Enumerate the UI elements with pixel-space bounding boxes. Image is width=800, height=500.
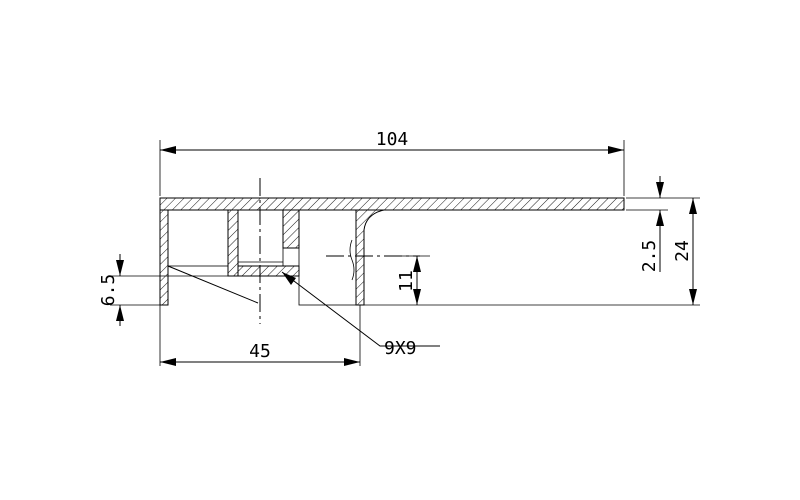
dimension-total-height: 24 [672,198,697,305]
dimension-label-6-5: 6.5 [98,274,119,307]
leader-slot-size: 9X9 [281,271,440,359]
left-wall [159,209,169,306]
slot-left-wall [227,209,239,277]
dimension-flange-thickness: 2.5 [639,176,664,272]
dimension-label-9x9: 9X9 [384,338,417,359]
dimension-base-width: 45 [160,341,360,366]
slot-bottom [237,265,300,277]
right-web [355,209,385,306]
dimension-label-2-5: 2.5 [639,240,660,273]
profile-section [159,197,625,306]
dimension-label-24: 24 [672,240,693,262]
slot-right-wall [282,209,300,249]
dimension-groove-height: 11 [396,256,421,305]
center-lines [259,178,420,324]
extension-lines [110,140,700,366]
dimension-label-11: 11 [396,270,417,292]
dimension-label-45: 45 [249,341,271,362]
dimension-overall-length: 104 [160,129,624,154]
dimension-lip-height: 6.5 [98,254,124,326]
top-flange [159,197,625,211]
dimension-label-104: 104 [376,129,409,150]
